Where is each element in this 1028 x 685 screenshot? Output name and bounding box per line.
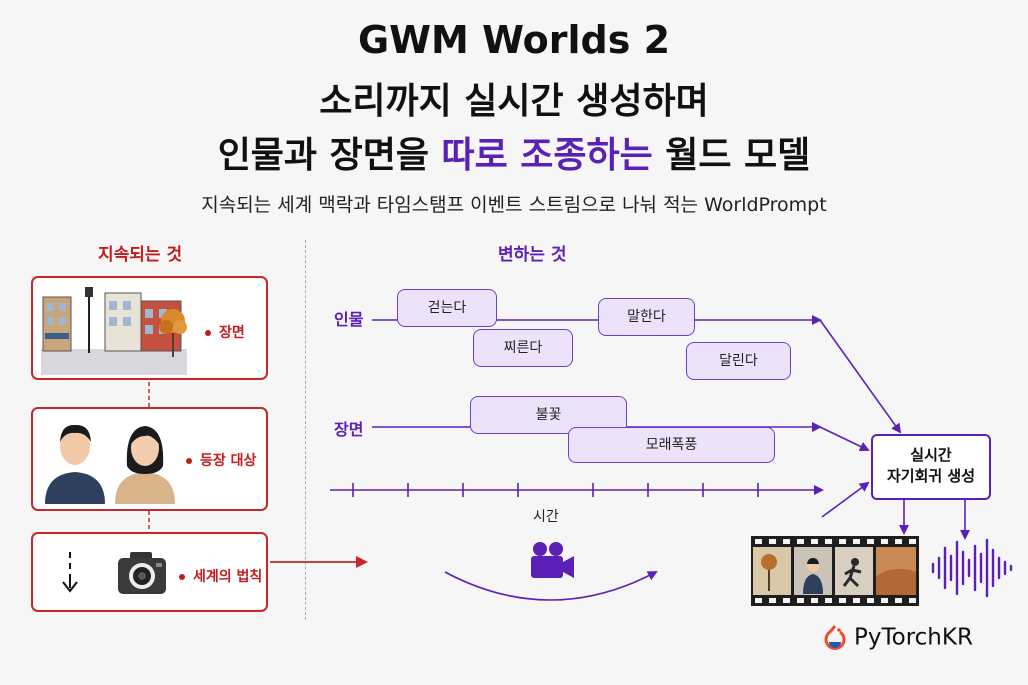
film-strip-icon — [751, 536, 919, 606]
title-line-3: 인물과 장면을 따로 조종하는 월드 모델 — [0, 126, 1028, 178]
event-walk: 걷는다 — [397, 289, 497, 327]
scene-row-label: 장면 — [334, 420, 364, 439]
camera-icon — [118, 552, 166, 594]
realtime-generator-box: 실시간 자기회귀 생성 — [871, 434, 991, 500]
building-scene-icon — [41, 287, 187, 375]
world-rules-card: 세계의 법칙 — [31, 532, 268, 612]
section-divider — [305, 240, 306, 620]
event-talk: 말한다 — [598, 298, 695, 336]
brand: PyTorchKR — [822, 624, 973, 652]
characters-card: 등장 대상 — [31, 407, 268, 511]
generator-line-1: 실시간 — [910, 446, 952, 464]
arrow-down-icon — [62, 552, 78, 593]
character-row-label: 인물 — [334, 310, 364, 329]
time-axis-label: 시간 — [533, 509, 559, 525]
generator-line-2: 자기회귀 생성 — [886, 467, 976, 485]
audio-waveform-icon — [931, 538, 1013, 598]
scene-card-label: 장면 — [205, 322, 245, 342]
subtitle: 지속되는 세계 맥락과 타임스탬프 이벤트 스트림으로 나눠 적는 WorldP… — [201, 194, 827, 216]
changing-section-label: 변하는 것 — [498, 245, 567, 265]
world-rules-card-label: 세계의 법칙 — [179, 566, 262, 586]
brand-name: PyTorchKR — [854, 624, 973, 651]
title-line-1: GWM Worlds 2 — [357, 18, 671, 62]
event-run: 달린다 — [686, 342, 791, 380]
title-line-3-accent: 따로 조종하는 — [441, 135, 653, 176]
event-poke: 찌른다 — [473, 329, 573, 367]
characters-card-label: 등장 대상 — [186, 450, 256, 470]
event-sandstorm: 모래폭풍 — [568, 427, 775, 463]
pytorch-logo-icon — [824, 625, 846, 650]
title-line-3-suffix: 월드 모델 — [652, 135, 811, 176]
scene-card: 장면 — [31, 276, 268, 380]
title-line-2: 소리까지 실시간 생성하며 — [319, 81, 709, 122]
title-line-3-prefix: 인물과 장면을 — [217, 135, 442, 176]
video-camera-icon — [531, 542, 574, 578]
people-icon — [45, 424, 175, 504]
persistent-section-label: 지속되는 것 — [98, 245, 183, 265]
